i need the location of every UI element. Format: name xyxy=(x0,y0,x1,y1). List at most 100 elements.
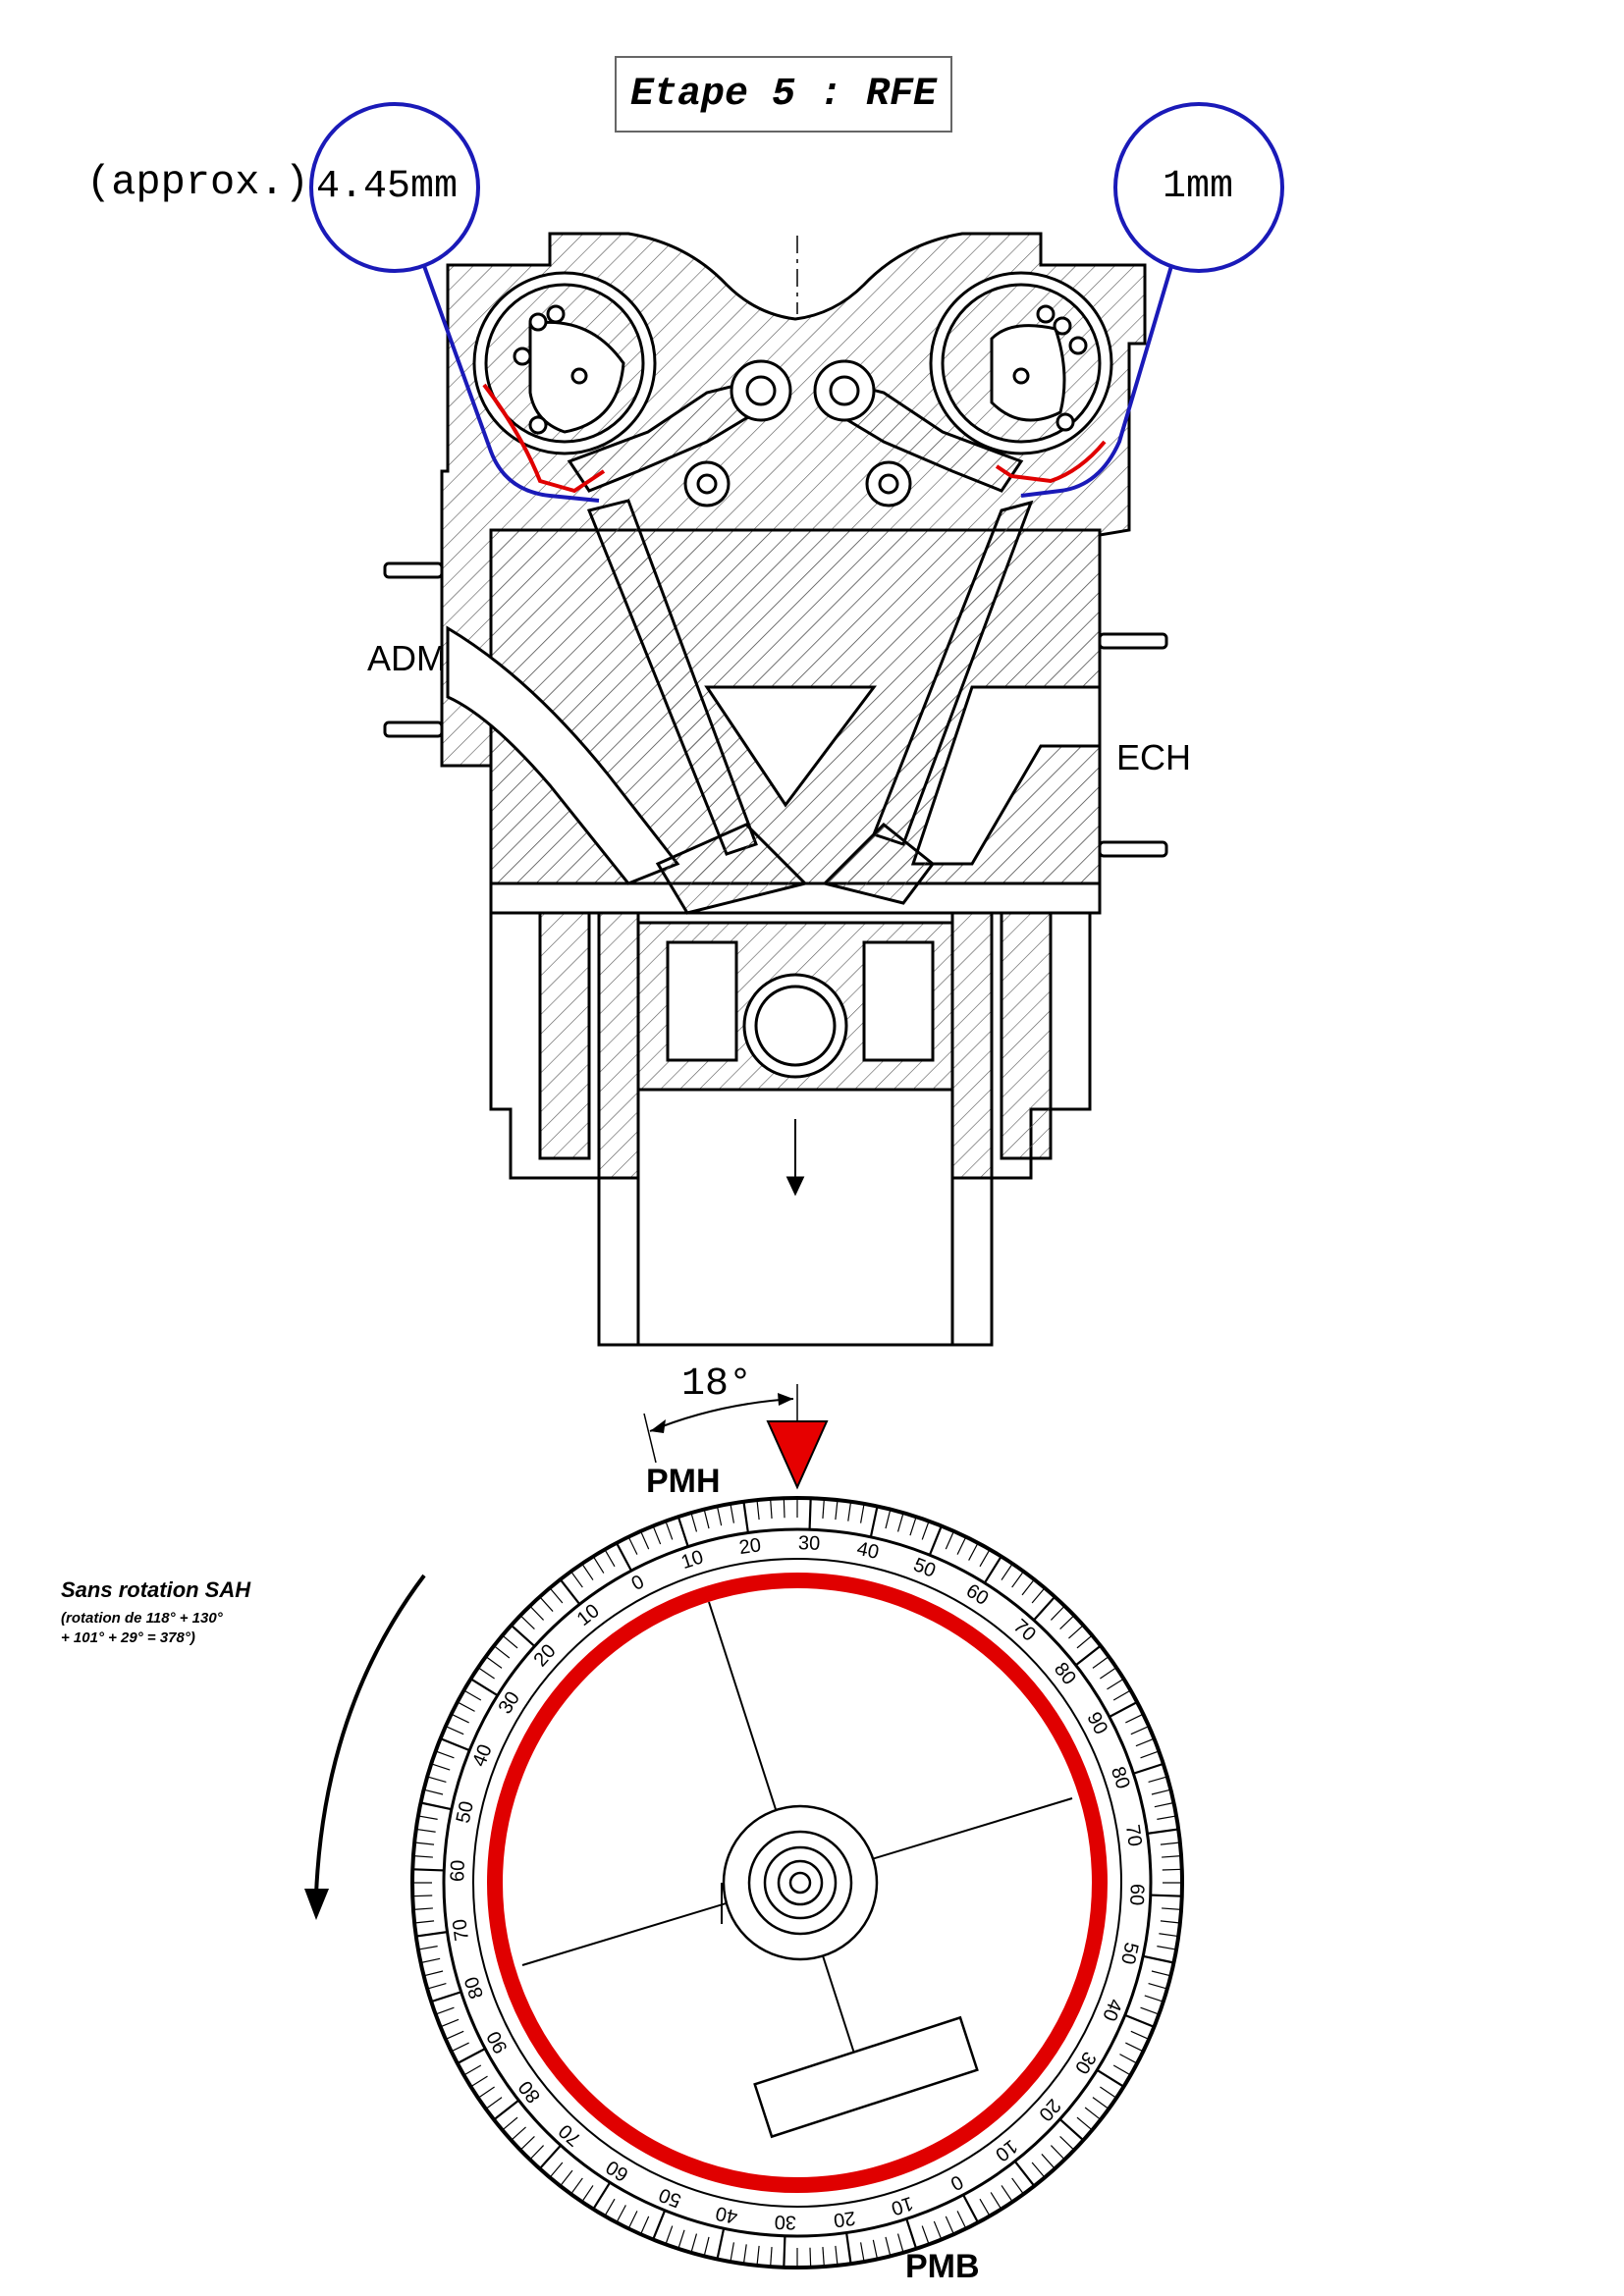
degree-tick xyxy=(1100,2086,1117,2099)
degree-tick xyxy=(808,1498,812,1530)
degree-tick xyxy=(1059,2135,1075,2151)
degree-tick xyxy=(502,2116,518,2131)
exhaust-label: ECH xyxy=(1116,737,1192,777)
mounting-studs xyxy=(383,561,1168,858)
degree-tick xyxy=(627,2211,638,2229)
degree-tick xyxy=(477,1667,495,1680)
degree-tick xyxy=(928,1525,943,1556)
degree-tick xyxy=(1159,1933,1179,1938)
degree-tick xyxy=(592,1556,605,1574)
degree-tick xyxy=(822,2247,825,2268)
degree-tick xyxy=(1148,1776,1167,1784)
degree-tick xyxy=(1059,1615,1075,1630)
degree-tick xyxy=(983,1555,1002,1584)
degree-tick xyxy=(1112,2064,1131,2076)
degree-tick xyxy=(1140,2006,1160,2015)
degree-tick xyxy=(872,2239,879,2260)
degree-tick xyxy=(956,1536,967,1555)
degree-tick xyxy=(1160,1842,1180,1845)
degree-tick xyxy=(1130,2030,1150,2040)
intake-valve xyxy=(586,499,808,915)
degree-tick xyxy=(1140,1750,1160,1759)
degree-tick xyxy=(742,2244,747,2265)
degree-tick xyxy=(677,2229,685,2249)
rotation-arrow xyxy=(314,1574,426,1896)
degree-tick xyxy=(539,1596,554,1612)
degree-tick xyxy=(956,2211,967,2229)
degree-tick xyxy=(445,1726,464,1735)
degree-tick xyxy=(979,1549,991,1568)
degree-tick xyxy=(1154,1801,1174,1808)
degree-tick xyxy=(485,2097,503,2109)
degree-tick xyxy=(1125,1713,1144,1724)
degree-tick xyxy=(742,1501,749,1533)
degree-tick xyxy=(1033,1595,1056,1622)
degree-tick xyxy=(1133,1762,1164,1775)
degree-tick xyxy=(616,2205,626,2223)
degree-tick xyxy=(1160,1920,1180,1924)
degree-tick xyxy=(1068,1625,1084,1639)
degree-tick-label: 30 xyxy=(774,2211,796,2233)
degree-tick xyxy=(1031,2162,1046,2178)
degree-tick xyxy=(493,2099,519,2121)
degree-tick xyxy=(1058,2118,1085,2142)
degree-tick xyxy=(869,1506,879,1538)
rotation-note-title: Sans rotation SAH xyxy=(61,1577,251,1602)
degree-tick xyxy=(581,1563,594,1580)
degree-tick xyxy=(477,2086,495,2099)
degree-tick xyxy=(470,2075,488,2088)
degree-tick xyxy=(756,1500,760,1521)
degree-tick xyxy=(665,2225,674,2245)
degree-tick xyxy=(1157,1946,1177,1950)
degree-tick xyxy=(1084,2107,1102,2120)
degree-tick xyxy=(716,1506,723,1526)
intake-port xyxy=(446,625,1102,885)
degree-ticks xyxy=(412,1498,1182,2268)
page-title: Etape 5 : RFE xyxy=(615,56,952,133)
degree-tick xyxy=(510,1624,536,1647)
degree-tick xyxy=(640,1530,650,1550)
degree-tick xyxy=(1013,2161,1036,2187)
degree-tick xyxy=(412,1907,433,1910)
degree-tick xyxy=(423,1970,444,1977)
intake-clearance-value: 4.45mm xyxy=(316,165,459,209)
degree-tick xyxy=(519,1615,535,1630)
degree-tick xyxy=(756,2245,760,2266)
degree-tick xyxy=(990,2192,1002,2210)
degree-tick xyxy=(420,1957,441,1964)
degree-tick xyxy=(962,2194,980,2223)
degree-tick xyxy=(1031,1587,1046,1604)
degree-tick xyxy=(549,1587,564,1604)
degree-tick xyxy=(412,1855,433,1858)
degree-tick xyxy=(427,1776,447,1784)
cam-contact-highlight xyxy=(482,383,1107,494)
degree-tick xyxy=(1142,1954,1174,1964)
degree-tick xyxy=(457,2048,486,2065)
degree-tick xyxy=(457,1701,475,1712)
degree-tick xyxy=(415,1828,436,1833)
degree-tick xyxy=(945,2216,954,2235)
degree-tick xyxy=(640,2216,650,2235)
tdc-label: PMH xyxy=(646,1463,721,1500)
degree-tick xyxy=(690,1513,698,1532)
degree-tick-label: 50 xyxy=(453,1799,478,1825)
degree-tick xyxy=(703,2236,710,2257)
degree-tick xyxy=(435,2006,455,2015)
degree-tick xyxy=(1092,2097,1110,2109)
degree-tick xyxy=(423,1789,444,1795)
degree-tick xyxy=(1050,1605,1065,1621)
degree-tick xyxy=(783,2235,786,2268)
degree-tick-label: 20 xyxy=(737,1534,762,1559)
degree-tick xyxy=(529,1605,545,1621)
degree-tick xyxy=(703,1509,710,1529)
rotation-note-line2: (rotation de 118° + 130° xyxy=(61,1610,223,1627)
degree-tick xyxy=(1096,2068,1125,2088)
tdc-pointer xyxy=(766,1420,829,1490)
degree-tick xyxy=(885,2236,892,2257)
degree-tick xyxy=(1001,1563,1013,1580)
degree-tick-label: 40 xyxy=(714,2202,739,2227)
degree-tick xyxy=(440,2018,460,2028)
degree-tick xyxy=(502,1634,518,1649)
degree-tick xyxy=(415,1931,448,1938)
